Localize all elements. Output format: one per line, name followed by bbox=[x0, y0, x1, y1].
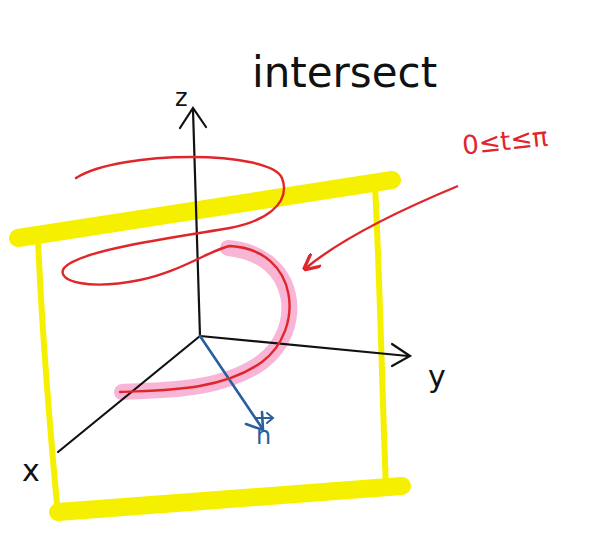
axis-label: y bbox=[428, 362, 446, 392]
pointer-arrow bbox=[306, 186, 458, 268]
highlight bbox=[122, 248, 289, 392]
vector-accent bbox=[255, 413, 273, 423]
title-note: intersect bbox=[252, 52, 437, 94]
axes bbox=[58, 108, 410, 452]
parameter-range: 0≤t≤π bbox=[461, 124, 549, 159]
axis-label: x bbox=[22, 456, 40, 486]
helix-curve bbox=[63, 157, 290, 392]
axis-label: z bbox=[175, 86, 188, 110]
vector-label: n bbox=[256, 424, 271, 448]
